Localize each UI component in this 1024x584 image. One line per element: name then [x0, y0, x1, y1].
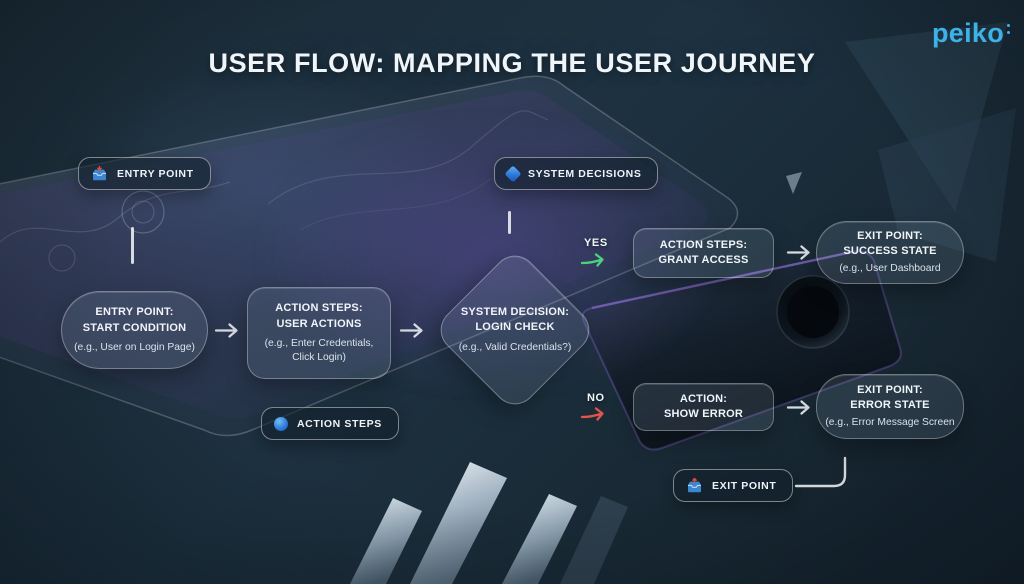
legend-action-steps: ACTION STEPS — [261, 407, 399, 440]
inbox-entry-icon — [93, 166, 106, 181]
node-exit-success: EXIT POINT: SUCCESS STATE (e.g., User Da… — [816, 221, 964, 284]
connector-exit-badge-curve — [794, 456, 847, 488]
node-title: SYSTEM DECISION: — [460, 306, 570, 319]
node-title: EXIT POINT: — [857, 383, 923, 396]
node-title: USER ACTIONS — [276, 317, 362, 330]
node-title: GRANT ACCESS — [658, 254, 749, 266]
legend-entry-point-label: ENTRY POINT — [117, 167, 194, 180]
node-grant-access: ACTION STEPS: GRANT ACCESS — [633, 228, 774, 278]
node-title: ACTION: — [679, 392, 728, 405]
node-example: (e.g., Valid Credentials?) — [458, 341, 572, 353]
node-title: ACTION STEPS: — [659, 238, 748, 251]
outbox-exit-icon — [688, 478, 701, 493]
page-title: USER FLOW: MAPPING THE USER JOURNEY — [208, 48, 816, 78]
node-title: ERROR STATE — [850, 399, 930, 412]
arrow-grant-to-success — [786, 245, 810, 260]
node-user-actions: ACTION STEPS: USER ACTIONS (e.g., Enter … — [247, 287, 391, 379]
node-example: (e.g., Enter Credentials, — [264, 338, 374, 349]
node-example: (e.g., User Dashboard — [839, 263, 941, 275]
node-example: (e.g., Error Message Screen — [825, 417, 955, 429]
blue-glow — [60, 60, 480, 320]
node-title: ACTION STEPS: — [275, 302, 363, 315]
node-entry-point: ENTRY POINT: START CONDITION (e.g., User… — [61, 291, 208, 369]
node-title: START CONDITION — [82, 321, 187, 334]
action-circle-icon — [274, 416, 288, 431]
legend-exit-point-label: EXIT POINT — [712, 479, 777, 492]
legend-system-decisions: SYSTEM DECISIONS — [494, 157, 659, 190]
arrow-yes — [580, 253, 604, 267]
node-title: SUCCESS STATE — [843, 245, 937, 258]
edge-label-no: NO — [587, 392, 605, 404]
node-example: (e.g., User on Login Page) — [74, 341, 195, 353]
arrow-actions-to-decision — [399, 323, 423, 338]
connector-entry-badge-to-node — [131, 227, 134, 264]
node-title: ENTRY POINT: — [95, 306, 174, 319]
arrow-entry-to-actions — [214, 323, 238, 338]
decision-diamond-icon — [504, 165, 522, 182]
edge-label-yes: YES — [584, 237, 608, 249]
arrow-no — [580, 407, 604, 421]
peiko-logo: peiko — [931, 18, 1004, 48]
node-title: EXIT POINT: — [857, 229, 923, 242]
node-example: Click Login) — [292, 351, 346, 363]
node-exit-error: EXIT POINT: ERROR STATE (e.g., Error Mes… — [816, 374, 964, 439]
legend-system-decisions-label: SYSTEM DECISIONS — [528, 167, 642, 180]
arrow-error-to-error-exit — [786, 400, 810, 415]
decision-text: SYSTEM DECISION: LOGIN CHECK (e.g., Vali… — [433, 305, 597, 355]
node-title: LOGIN CHECK — [475, 321, 555, 334]
connector-decision-badge-to-diamond — [508, 211, 511, 234]
legend-entry-point: ENTRY POINT — [78, 157, 211, 190]
legend-exit-point: EXIT POINT — [673, 469, 794, 502]
node-title: SHOW ERROR — [664, 408, 743, 420]
peiko-logo-dots — [1007, 24, 1010, 34]
node-show-error: ACTION: SHOW ERROR — [633, 383, 774, 431]
legend-action-steps-label: ACTION STEPS — [297, 417, 382, 430]
